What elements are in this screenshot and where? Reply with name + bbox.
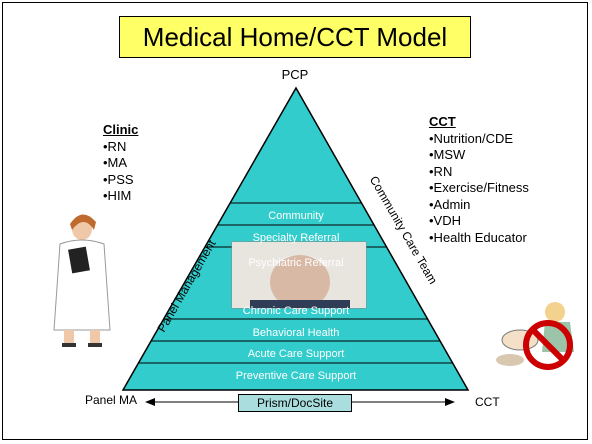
arrow-right-head	[445, 398, 455, 406]
level-preventive-care-support: Preventive Care Support	[236, 370, 356, 382]
slide-frame	[2, 2, 588, 440]
cct-item: •Admin	[429, 196, 471, 212]
cct-item: •Exercise/Fitness	[429, 180, 529, 195]
clinic-item: •HIM	[103, 188, 132, 203]
level-community: Community	[268, 210, 324, 222]
level-behavioral-health: Behavioral Health	[253, 327, 340, 339]
cct-list: CCT •Nutrition/CDE •MSW •RN •Exercise/Fi…	[429, 114, 529, 246]
cct-item: •Nutrition/CDE	[429, 130, 514, 146]
cct-item: •VDH	[429, 213, 461, 228]
clinic-item: •MA	[103, 155, 128, 170]
cct-item: •MSW	[429, 147, 466, 162]
clinic-heading: Clinic	[103, 122, 139, 137]
cct-item: •Health Educator	[429, 229, 527, 245]
panel-ma-label: Panel MA	[85, 393, 138, 407]
level-acute-care-support: Acute Care Support	[248, 348, 345, 360]
patient-photo	[231, 241, 367, 309]
cct-heading: CCT	[429, 114, 456, 129]
cct-bottom-label: CCT	[475, 395, 500, 409]
no-sign-family-clipart-icon	[496, 302, 574, 370]
level-psychiatric-referral: Psychiatric Referral	[248, 257, 343, 269]
clinic-item: •RN	[103, 138, 127, 154]
prism-docsite-box: Prism/DocSite	[238, 394, 352, 412]
cct-item: •RN	[429, 163, 453, 179]
level-chronic-care-support: Chronic Care Support	[243, 305, 349, 317]
arrow-left-head	[145, 398, 155, 406]
doctor-clipart-icon	[53, 214, 111, 347]
pyramid-shape	[121, 86, 470, 391]
clinic-item: •PSS	[103, 171, 134, 187]
clinic-list: Clinic •RN •MA •PSS •HIM	[103, 122, 138, 205]
level-specialty-referral: Specialty Referral	[253, 232, 340, 244]
apex-label: PCP	[281, 67, 309, 82]
slide-title: Medical Home/CCT Model	[119, 16, 471, 58]
